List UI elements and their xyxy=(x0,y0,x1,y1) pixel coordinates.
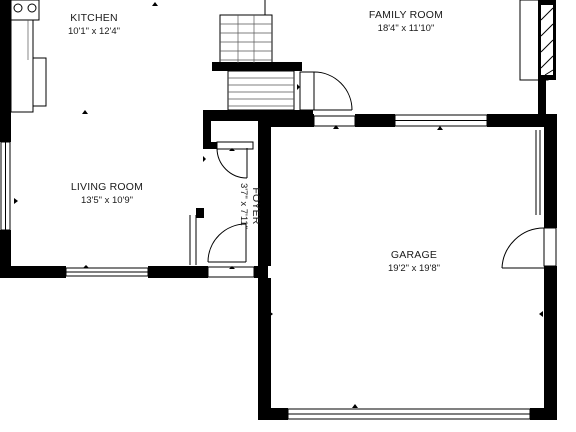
room-dimensions: 18'4" x 11'10" xyxy=(378,23,435,34)
room-name: FAMILY ROOM xyxy=(369,9,443,21)
doors xyxy=(189,71,557,269)
room-dimensions: 10'1" x 12'4" xyxy=(68,26,120,37)
staircase xyxy=(219,0,295,111)
windows xyxy=(0,114,531,420)
room-garage: GARAGE 19'2" x 19'8" xyxy=(388,249,440,274)
opening-markers xyxy=(14,2,543,408)
room-dimensions: 3'7" x 7'11" xyxy=(238,183,249,229)
room-family-room: FAMILY ROOM 18'4" x 11'10" xyxy=(369,9,443,34)
room-name: GARAGE xyxy=(391,249,437,261)
room-name: LIVING ROOM xyxy=(71,181,143,193)
room-name: KITCHEN xyxy=(70,12,118,24)
kitchen-counter xyxy=(10,0,47,113)
room-dimensions: 19'2" x 19'8" xyxy=(388,263,440,274)
room-dimensions: 13'5" x 10'9" xyxy=(81,195,133,206)
room-name: FOYER xyxy=(250,187,262,224)
fireplace xyxy=(519,0,556,215)
room-kitchen: KITCHEN 10'1" x 12'4" xyxy=(68,12,120,37)
room-foyer: FOYER 3'7" x 7'11" xyxy=(238,183,262,229)
room-living-room: LIVING ROOM 13'5" x 10'9" xyxy=(71,181,143,206)
walls xyxy=(0,0,557,420)
